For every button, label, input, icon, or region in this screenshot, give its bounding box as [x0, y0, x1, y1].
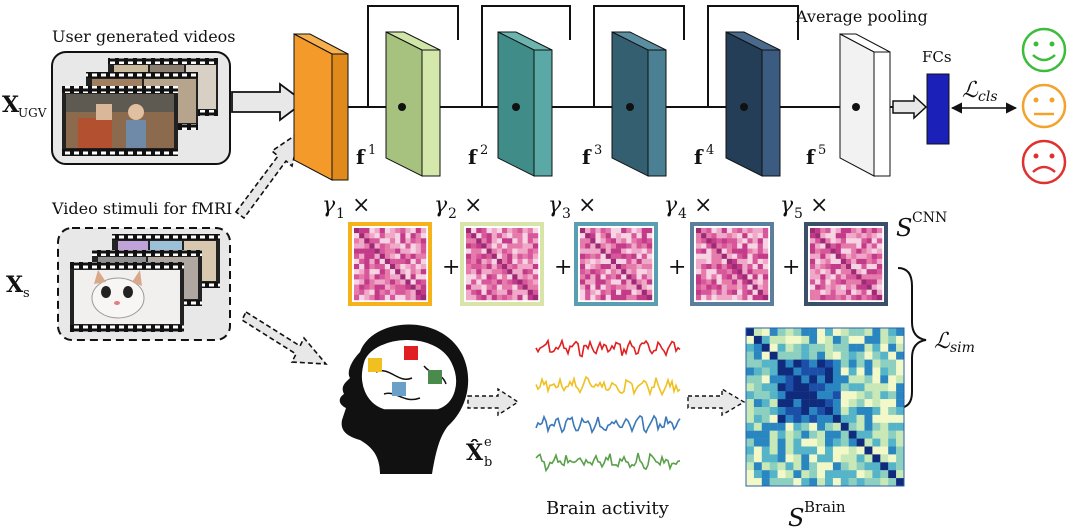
signal-line-4	[535, 452, 681, 473]
x-ugv-label: X	[2, 92, 20, 118]
plus-3: +	[668, 255, 686, 280]
ugv-film-strip-icon	[62, 58, 218, 156]
brain-head-icon	[339, 324, 469, 474]
stim-film-strip-icon	[70, 234, 220, 332]
gamma-labels: γ 1 × γ 2 × γ 3 × γ 4 × γ 5 ×	[322, 193, 828, 222]
feature-f1: f	[356, 145, 366, 169]
pool-to-fc-arrow	[892, 94, 928, 120]
xb-label: X̂	[466, 440, 484, 466]
x-s-subscript: s	[23, 286, 30, 301]
loss-cls-subscript: cls	[978, 89, 998, 105]
residual-block-3	[611, 31, 667, 177]
cnn-similarity-matrices	[348, 222, 888, 306]
fc-block	[926, 73, 950, 145]
cnn-matrix-5	[804, 222, 888, 306]
s-brain-superscript: Brain	[804, 498, 846, 516]
plus-4: +	[782, 255, 800, 280]
feature-f1-sup: 1	[368, 143, 376, 158]
brain-activity-label: Brain activity	[546, 498, 670, 519]
cnn-matrix-4	[690, 222, 774, 306]
brain-similarity-matrix	[745, 327, 905, 487]
cnn-matrix-3	[574, 222, 658, 306]
s-brain-label: S	[788, 504, 804, 531]
cnn-matrix-2	[460, 222, 544, 306]
fcs-label: FCs	[922, 48, 952, 66]
junction-dots	[398, 103, 860, 111]
signal-line-3	[535, 414, 681, 435]
gamma-4-sub: 4	[678, 206, 687, 222]
ugv-title: User generated videos	[52, 27, 236, 46]
x-ugv-subscript: UGV	[18, 106, 47, 120]
similarity-brace	[897, 267, 927, 409]
plus-signs: + + + +	[442, 255, 800, 280]
gamma-3-op: ×	[578, 193, 596, 218]
loss-cls-label: ℒ	[962, 78, 979, 103]
gamma-2-sub: 2	[448, 206, 457, 222]
brain-to-activity-arrow	[467, 387, 520, 417]
loss-sim-label: ℒ	[934, 329, 951, 354]
gamma-1-op: ×	[352, 193, 370, 218]
feature-f3-sup: 3	[594, 143, 602, 158]
gamma-2-op: ×	[464, 193, 482, 218]
gamma-1: γ	[322, 193, 336, 218]
signal-line-2	[535, 375, 681, 397]
xb-subscript: b	[484, 455, 492, 470]
feature-f2: f	[468, 145, 478, 169]
gamma-5: γ	[780, 193, 794, 218]
stim-to-conv-arrow	[234, 130, 302, 220]
neutral-face-icon	[1021, 83, 1067, 129]
feature-f5: f	[806, 145, 816, 169]
s-cnn-superscript: CNN	[912, 210, 947, 226]
plus-1: +	[442, 255, 460, 280]
stim-title: Video stimuli for fMRI	[51, 199, 232, 218]
xb-superscript: e	[484, 435, 492, 450]
plus-2: +	[554, 255, 572, 280]
loss-sim-subscript: sim	[950, 340, 975, 356]
feature-f2-sup: 2	[480, 143, 488, 158]
residual-block-4	[725, 31, 781, 177]
ugv-to-conv-arrow	[231, 82, 306, 122]
residual-block-1	[385, 31, 441, 177]
cnn-matrix-1	[348, 222, 432, 306]
s-cnn-label: S	[896, 214, 912, 242]
feature-labels: f 1 f 2 f 3 f 4 f 5	[356, 143, 826, 169]
feature-f4-sup: 4	[706, 143, 714, 158]
average-pooling-block	[839, 33, 891, 177]
gamma-3-sub: 3	[562, 206, 571, 222]
feature-f3: f	[582, 145, 592, 169]
signal-line-1	[535, 338, 681, 358]
gamma-5-sub: 5	[794, 206, 803, 222]
feature-f5-sup: 5	[818, 143, 826, 158]
skip-connections	[367, 5, 799, 107]
conv-stem-block	[293, 33, 349, 181]
avg-pooling-label: Average pooling	[795, 7, 928, 26]
gamma-5-op: ×	[810, 193, 828, 218]
feature-f4: f	[694, 145, 704, 169]
activity-to-matrix-arrow	[687, 387, 746, 417]
gamma-4: γ	[664, 193, 678, 218]
brain-activity-signals	[535, 338, 681, 473]
gamma-1-sub: 1	[336, 206, 345, 222]
gamma-2: γ	[434, 193, 448, 218]
stim-to-brain-arrow	[240, 310, 328, 365]
gamma-3: γ	[548, 193, 562, 218]
x-s-label: X	[6, 272, 24, 298]
gamma-4-op: ×	[694, 193, 712, 218]
happy-face-icon	[1021, 27, 1067, 73]
sad-face-icon	[1021, 139, 1067, 185]
residual-block-2	[497, 31, 553, 177]
